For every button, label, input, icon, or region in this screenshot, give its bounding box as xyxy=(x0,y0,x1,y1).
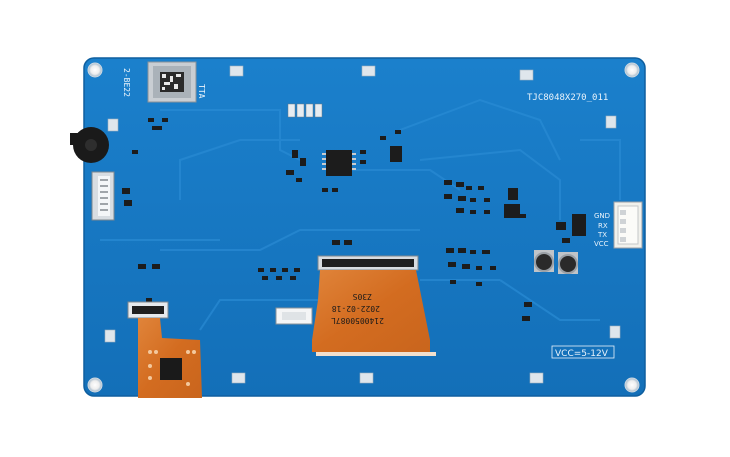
left-fpc-connector xyxy=(91,171,115,221)
resistor-array-top xyxy=(287,103,323,118)
smd-components xyxy=(122,118,586,321)
mcu-chip xyxy=(322,150,356,176)
flex-line-3: 2140050087L xyxy=(331,316,384,325)
trace-lines xyxy=(100,98,621,331)
display-flex-cable xyxy=(312,255,436,356)
pin-label-rx: RX xyxy=(598,222,608,230)
mounting-holes xyxy=(87,62,640,393)
touch-flex-cable xyxy=(127,301,202,398)
flash-chip xyxy=(390,146,402,162)
sd-label: TTA xyxy=(197,84,206,99)
corner-mark-text: 2-BE22 xyxy=(122,68,131,97)
power-uart-connector xyxy=(613,201,643,249)
pcb-board xyxy=(83,57,646,397)
flex-line-2: 2022-02-18 xyxy=(332,304,380,313)
capacitors xyxy=(534,250,578,274)
microsd-slot xyxy=(147,61,197,103)
power-label-box xyxy=(551,345,615,359)
model-number: TJC8048X270_011 xyxy=(527,93,608,103)
flex-line-1: Z30S xyxy=(353,292,372,301)
small-connector xyxy=(275,307,313,325)
power-label: VCC=5-12V xyxy=(555,349,609,359)
pin-label-vcc: VCC xyxy=(594,240,609,248)
buzzer xyxy=(70,127,109,163)
edge-pads xyxy=(104,65,621,384)
pin-label-tx: TX xyxy=(597,231,607,239)
pin-label-gnd: GND xyxy=(594,212,610,220)
